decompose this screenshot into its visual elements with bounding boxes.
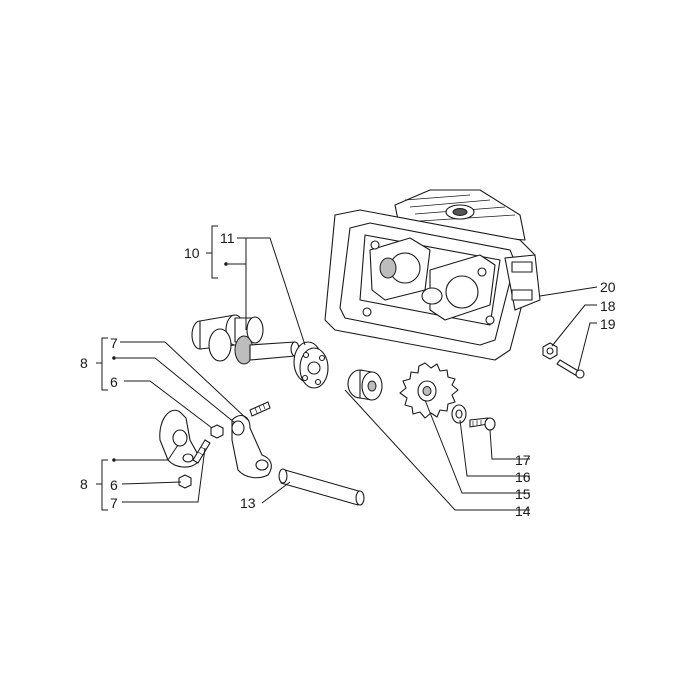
timing-sprocket (399, 362, 459, 419)
callout-14: 14 (515, 503, 531, 519)
callout-6-lower: 6 (110, 477, 118, 493)
callout-20: 20 (600, 279, 616, 295)
callout-10: 10 (184, 245, 200, 261)
callout-13: 13 (240, 495, 256, 511)
camshaft (191, 314, 300, 365)
callout-8-lower: 8 (80, 476, 88, 492)
callout-7-lower: 7 (110, 495, 118, 511)
callout-19: 19 (600, 316, 616, 332)
leader-lines (96, 225, 598, 511)
callout-15: 15 (515, 486, 531, 502)
rocker-arm-upper (210, 401, 272, 479)
rocker-shaft (278, 468, 365, 506)
cylinder-head (324, 189, 541, 361)
callout-17: 17 (515, 452, 531, 468)
washer (451, 404, 467, 424)
bolt (469, 417, 496, 431)
callout-8-upper: 8 (80, 355, 88, 371)
nut-and-stud (542, 342, 585, 379)
callout-11: 11 (220, 230, 235, 246)
spacer-bush (347, 369, 383, 401)
callout-7-upper: 7 (110, 335, 118, 351)
cam-hub (293, 341, 329, 389)
rocker-arm-lower (159, 409, 211, 489)
callout-18: 18 (600, 298, 616, 314)
callout-16: 16 (515, 469, 531, 485)
callout-labels: 10 11 8 7 6 8 6 7 13 14 15 16 17 18 19 2… (80, 230, 616, 519)
callout-6-upper: 6 (110, 374, 118, 390)
